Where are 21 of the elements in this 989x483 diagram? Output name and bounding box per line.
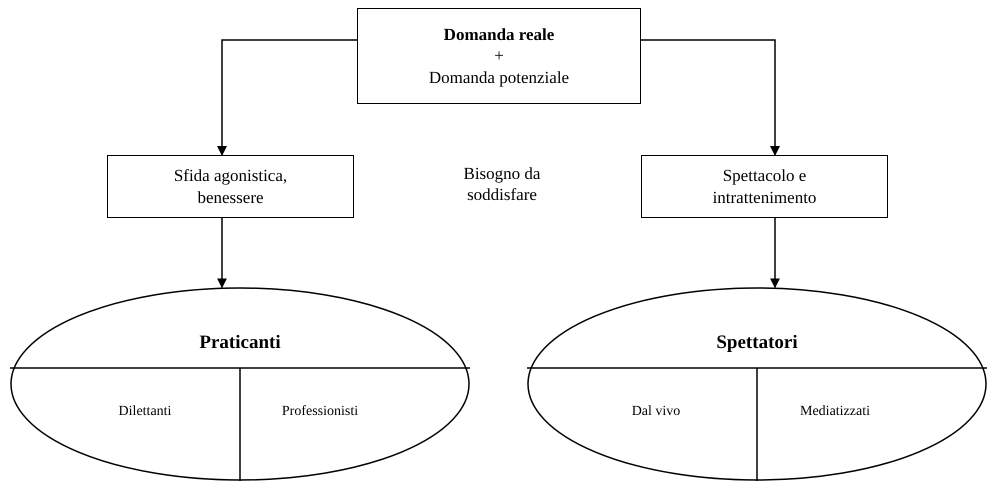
ellipse-title: Spettatori: [716, 331, 798, 355]
box-text: Domanda reale: [444, 24, 554, 46]
segment-text: Dilettanti: [118, 403, 172, 421]
arrow: [217, 39, 357, 156]
box-text: Sfida agonistica, benessere: [172, 165, 288, 208]
split-ellipse: [10, 287, 470, 481]
arrow: [217, 218, 227, 288]
note-text: Bisogno da soddisfare: [462, 163, 542, 206]
split-ellipse: [527, 287, 987, 481]
segment-text: Professionisti: [282, 403, 358, 421]
segment-text: Mediatizzati: [800, 403, 870, 421]
box-text: +: [494, 45, 504, 67]
box-text: Spettacolo e intrattenimento: [712, 165, 818, 208]
segment-text: Dal vivo: [632, 403, 680, 421]
arrow: [770, 218, 780, 288]
process-box: [641, 155, 888, 218]
box-text: Domanda potenziale: [428, 66, 570, 88]
arrow: [641, 39, 780, 156]
process-box: [107, 155, 354, 218]
ellipse-title: Praticanti: [199, 331, 281, 355]
process-box: [357, 8, 641, 104]
